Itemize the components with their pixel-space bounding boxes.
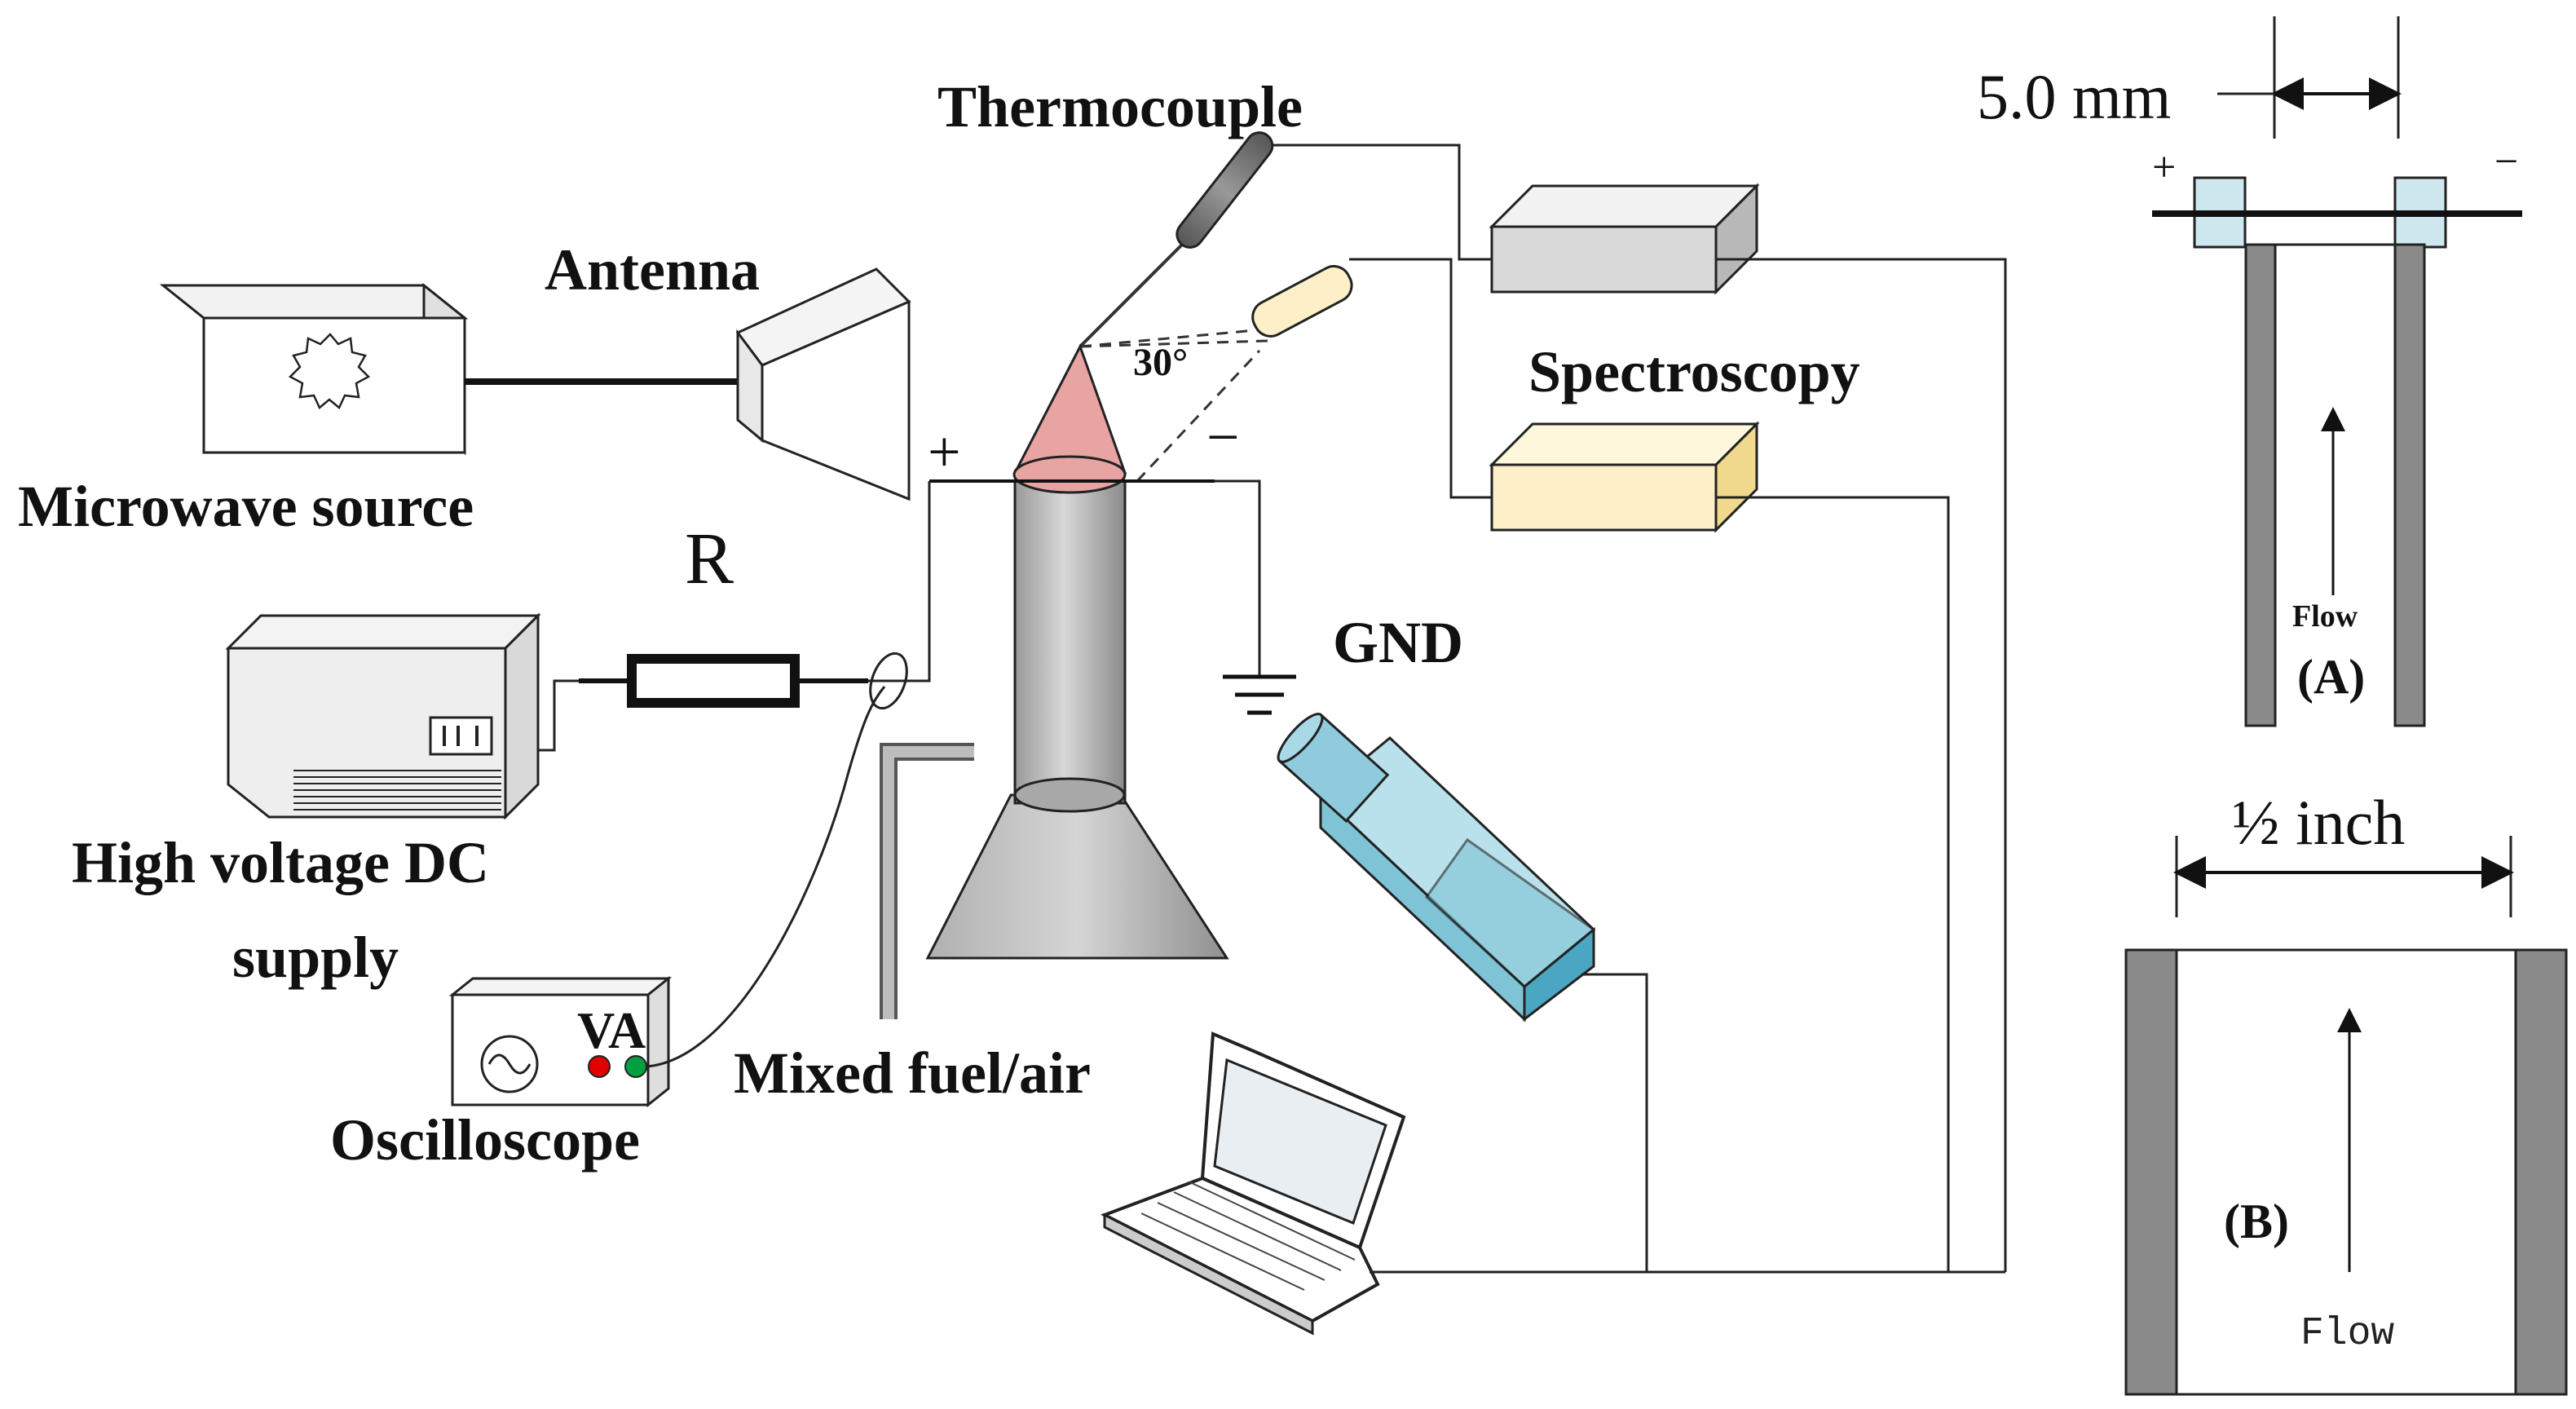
mixed-fuel-air-label: Mixed fuel/air bbox=[734, 1040, 1091, 1106]
hv-supply-label-line2: supply bbox=[232, 925, 399, 990]
inset-a-plus-label: + bbox=[2152, 144, 2176, 191]
laptop-icon bbox=[1101, 1031, 1406, 1336]
oscilloscope-probe-wire bbox=[646, 686, 886, 1068]
burner bbox=[880, 479, 1229, 1019]
antenna-label: Antenna bbox=[545, 237, 760, 303]
electrode-plus-label: + bbox=[928, 419, 961, 484]
inset-a-dimension-label: 5.0 mm bbox=[1977, 61, 2171, 132]
inset-b-tag: (B) bbox=[2224, 1195, 2289, 1248]
inset-b-flow-label: Flow bbox=[2300, 1312, 2394, 1356]
oscilloscope-red-terminal bbox=[588, 1055, 611, 1078]
ground-symbol-icon bbox=[1223, 674, 1296, 715]
oscilloscope-va-label: VA bbox=[577, 1001, 646, 1059]
camera bbox=[1277, 713, 1596, 1023]
thermocouple-meter-box bbox=[1489, 183, 1760, 295]
oscilloscope-label: Oscilloscope bbox=[330, 1107, 640, 1173]
hv-supply-label-line1: High voltage DC bbox=[72, 830, 489, 895]
spectroscopy-fiber bbox=[1349, 258, 1492, 499]
inset-a-minus-label: − bbox=[2494, 139, 2518, 185]
hv-supply-wire bbox=[538, 679, 628, 752]
inset-a-tag: (A) bbox=[2297, 650, 2365, 704]
inset-a bbox=[2152, 16, 2522, 727]
current-probe-loop bbox=[869, 651, 908, 710]
thermocouple-wire bbox=[1272, 144, 1492, 261]
ground-wire bbox=[1215, 479, 1261, 677]
angle-label: 30° bbox=[1133, 341, 1188, 384]
resistor-symbol bbox=[627, 654, 800, 708]
thermocouple-probe bbox=[1078, 131, 1274, 348]
gnd-label: GND bbox=[1333, 610, 1463, 675]
hv-dc-supply bbox=[225, 612, 541, 820]
thermocouple-meter-to-laptop-wire bbox=[1716, 258, 2007, 1272]
camera-cable bbox=[1581, 973, 1648, 1272]
spectroscopy-box bbox=[1489, 421, 1760, 533]
microwave-source-label: Microwave source bbox=[18, 474, 474, 539]
microwave-source bbox=[159, 282, 469, 456]
microwave-star-icon bbox=[288, 333, 371, 409]
resistor-label: R bbox=[685, 519, 734, 599]
flame-cone bbox=[1012, 343, 1127, 494]
viewing-angle-lines bbox=[1079, 329, 1268, 483]
electrode-minus-label: − bbox=[1206, 404, 1240, 470]
inset-a-flow-label: Flow bbox=[2292, 599, 2358, 634]
resistor-to-electrode-wire bbox=[868, 481, 931, 682]
spectroscopy-probe bbox=[1251, 265, 1353, 338]
inset-b-dimension-label: ½ inch bbox=[2232, 787, 2405, 858]
spectroscopy-label: Spectroscopy bbox=[1528, 339, 1860, 404]
inset-b bbox=[2124, 836, 2568, 1396]
oscilloscope bbox=[448, 975, 673, 1108]
antenna bbox=[735, 267, 911, 501]
thermocouple-label: Thermocouple bbox=[937, 74, 1303, 139]
spectroscopy-to-laptop-wire bbox=[1716, 496, 1950, 1272]
